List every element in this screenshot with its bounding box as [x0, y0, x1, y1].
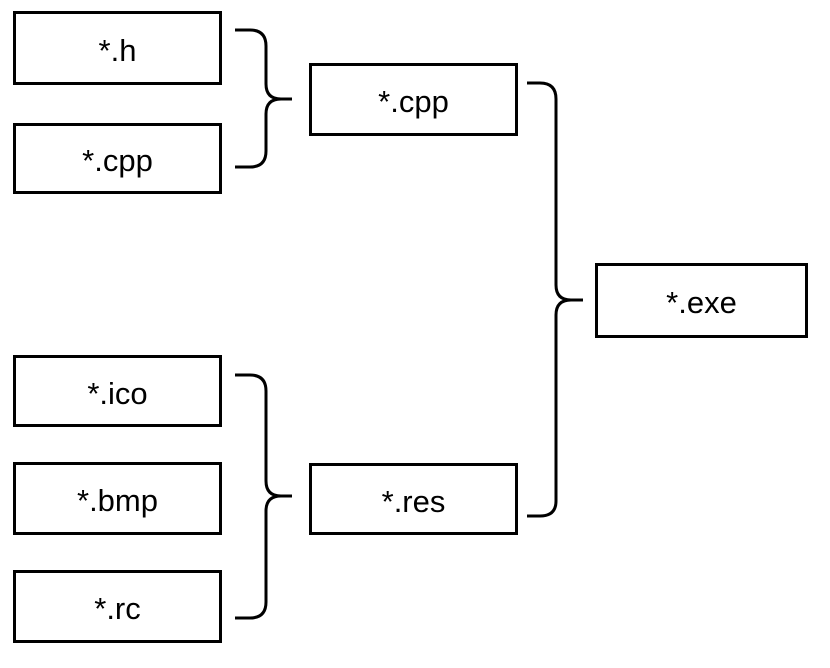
- brace-resources-to-res: [235, 373, 292, 620]
- node-executable-file-label: *.exe: [666, 285, 737, 320]
- node-compiled-resource-file-label: *.res: [381, 483, 446, 519]
- node-header-file: *.h: [13, 11, 222, 85]
- node-resource-script-file-label: *.rc: [94, 591, 141, 626]
- node-icon-file: *.ico: [13, 355, 222, 427]
- node-bitmap-file: *.bmp: [13, 462, 222, 535]
- node-cpp-translation-unit-label: *.cpp: [378, 84, 449, 119]
- node-header-file-label: *.h: [98, 32, 137, 68]
- node-resource-script-file: *.rc: [13, 570, 222, 643]
- node-cpp-translation-unit: *.cpp: [309, 63, 518, 136]
- node-compiled-resource-file: *.res: [309, 463, 518, 535]
- node-executable-file: *.exe: [595, 263, 808, 338]
- node-cpp-source-file-label: *.cpp: [82, 143, 153, 178]
- brace-sources-to-cpp: [235, 28, 292, 169]
- node-cpp-source-file: *.cpp: [13, 123, 222, 194]
- node-bitmap-file-label: *.bmp: [77, 483, 158, 518]
- node-icon-file-label: *.ico: [87, 375, 148, 411]
- brace-cpp-res-to-exe: [527, 81, 583, 518]
